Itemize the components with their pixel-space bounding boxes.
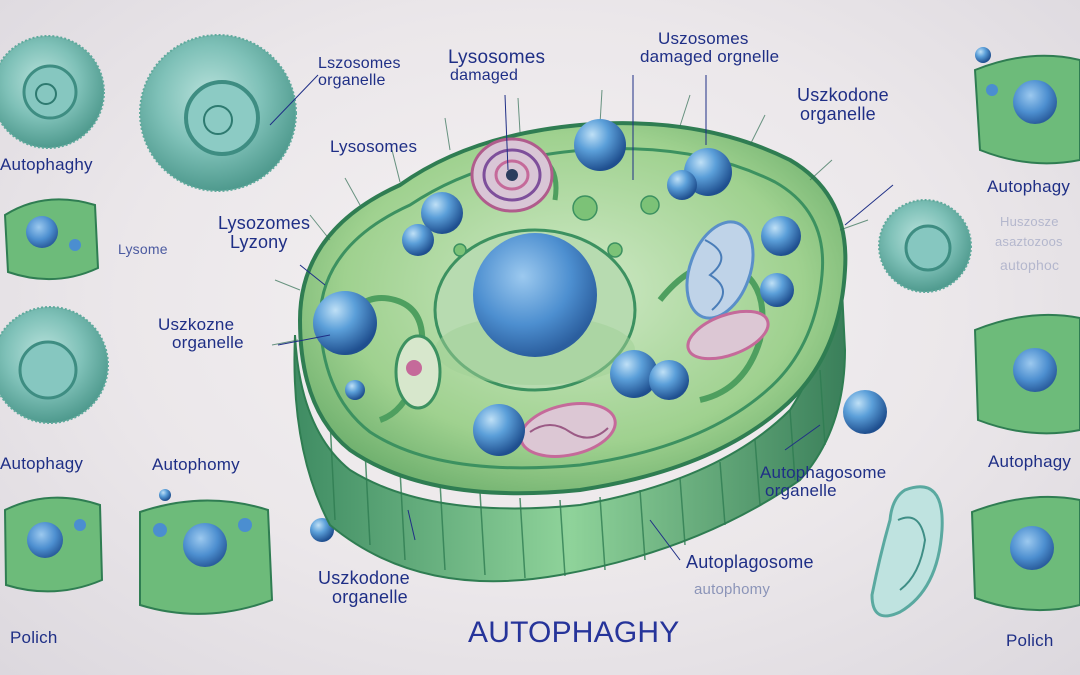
damaged-organelle [470,137,554,213]
small-vesicle [159,489,171,501]
main-title: AUTOPHAGHY [468,616,680,649]
side-label-autophaghy-left: Autophaghy [0,155,93,174]
side-label-autophagy-right-mid: Autophagy [988,452,1072,471]
right-fuzzy-cell [878,199,972,293]
left-mini-cell-3 [139,499,274,615]
mitochondrion-left [394,334,442,410]
right-mini-cell-2 [973,313,1080,435]
label-lysosomes-damaged: Lysosomes damaged [448,47,546,84]
label-autoplagosome: Autoplagosome [686,552,814,572]
nucleus [433,228,637,392]
left-fuzzy-cell-top [0,35,105,149]
side-label-garbled-3: autophoc [1000,257,1060,273]
label-lszosomes-organelle: Lszosomes organelle [318,55,401,89]
label-autophomy-faint: autophomy [694,581,771,598]
label-uszkozne-organelle: Uszkozne organelle [158,315,244,352]
label-lysozomes-lyzony: Lysozomes Lyzony [218,213,311,252]
label-uszosomes-damaged-orgnelle: Uszosomes damaged orgnelle [640,29,780,66]
side-label-autophagy-left-mid: Autophagy [0,454,84,473]
side-label-polich-left: Polich [10,628,58,647]
central-cell [271,89,869,583]
left-mini-cell-1 [3,198,100,281]
mitochondrion-lower-right [686,309,770,361]
left-mini-cell-2 [3,496,104,593]
label-autophagosome-organelle: Autophagosome organelle [760,463,887,500]
autophagosome-vesicle [843,390,887,434]
label-autophomy: Autophomy [152,455,240,474]
label-uszkodone-organelle-bottom: Uszkodone organelle [318,568,410,607]
right-mini-cell-1 [973,54,1080,165]
mitochondrion-right [685,220,755,320]
side-label-garbled-1: Huszosze [1000,214,1059,229]
left-fuzzy-cell-mid [0,306,109,424]
pointer-lines [269,74,894,561]
side-label-lysome: Lysome [118,241,168,257]
side-label-garbled-2: asaztozoos [995,234,1063,249]
large-fuzzy-cell [139,34,297,192]
right-vesicle [975,47,991,63]
right-mini-cell-3 [970,495,1080,612]
floating-vesicle [310,518,334,542]
label-uszkodone-organelle-right: Uszkodone organelle [797,85,889,124]
label-lysosomes-left: Lysosomes [330,137,418,156]
mitochondrion-floating [870,485,944,618]
lysosomes [313,119,801,456]
side-label-autophagy-right-top: Autophagy [987,177,1071,196]
side-label-polich-right: Polich [1006,631,1054,650]
